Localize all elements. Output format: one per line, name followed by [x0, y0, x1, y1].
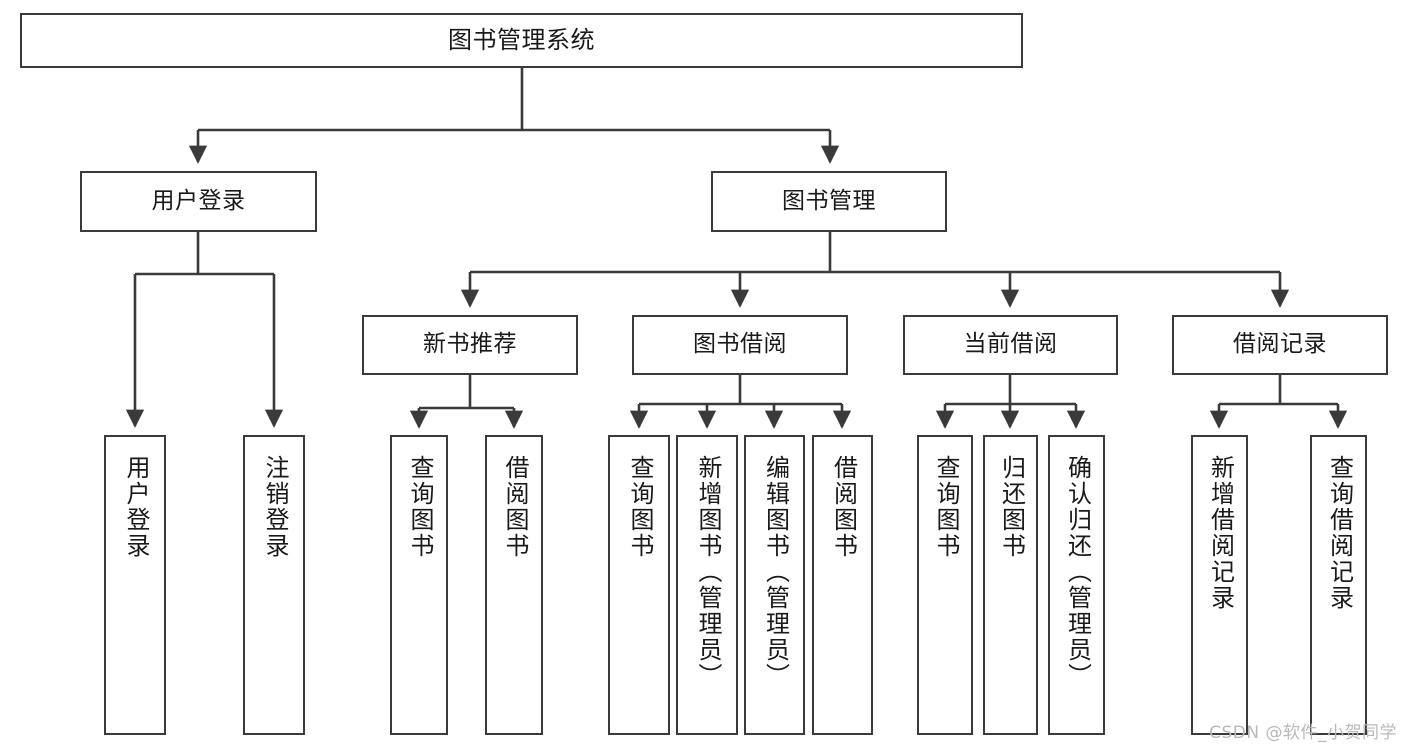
leaf-borrow-book-2[interactable]: 借阅图书 [812, 435, 873, 735]
leaf-return-book[interactable]: 归还图书 [983, 435, 1038, 735]
node-user-login[interactable]: 用户登录 [80, 171, 317, 232]
leaf-query-book-3[interactable]: 查询图书 [917, 435, 973, 735]
leaf-confirm-return-label: 确认归还（管理员） [1063, 455, 1092, 689]
node-book-borrow[interactable]: 图书借阅 [632, 315, 848, 375]
node-current-borrow[interactable]: 当前借阅 [903, 315, 1118, 375]
leaf-borrow-book-2-label: 借阅图书 [829, 455, 858, 559]
node-borrow-record[interactable]: 借阅记录 [1172, 315, 1388, 375]
leaf-query-book-2-label: 查询图书 [625, 455, 654, 559]
leaf-logout[interactable]: 注销登录 [243, 435, 305, 735]
node-borrow-record-label: 借阅记录 [1233, 331, 1327, 358]
csdn-watermark: CSDN @软件_小贺同学 [1209, 723, 1397, 743]
node-book-manage[interactable]: 图书管理 [711, 171, 947, 232]
leaf-query-book-1-label: 查询图书 [405, 455, 434, 559]
leaf-add-book[interactable]: 新增图书（管理员） [676, 435, 738, 735]
leaf-user-login[interactable]: 用户登录 [104, 435, 166, 735]
leaf-edit-book-label: 编辑图书（管理员） [761, 455, 790, 689]
node-current-borrow-label: 当前借阅 [963, 331, 1058, 358]
leaf-add-record-label: 新增借阅记录 [1206, 455, 1235, 611]
leaf-add-record[interactable]: 新增借阅记录 [1191, 435, 1248, 735]
leaf-return-book-label: 归还图书 [997, 455, 1026, 559]
leaf-edit-book[interactable]: 编辑图书（管理员） [744, 435, 805, 735]
leaf-confirm-return[interactable]: 确认归还（管理员） [1048, 435, 1105, 735]
node-book-borrow-label: 图书借阅 [693, 331, 787, 358]
leaf-query-record[interactable]: 查询借阅记录 [1310, 435, 1367, 735]
node-new-book-recommend-label: 新书推荐 [423, 331, 517, 358]
leaf-query-book-3-label: 查询图书 [931, 455, 960, 559]
node-root-label: 图书管理系统 [448, 26, 595, 55]
leaf-borrow-book-1-label: 借阅图书 [500, 455, 529, 559]
leaf-logout-label: 注销登录 [260, 455, 289, 559]
node-book-manage-label: 图书管理 [782, 187, 876, 214]
leaf-query-book-2[interactable]: 查询图书 [608, 435, 670, 735]
leaf-query-book-1[interactable]: 查询图书 [390, 435, 448, 735]
leaf-user-login-label: 用户登录 [121, 455, 150, 559]
node-new-book-recommend[interactable]: 新书推荐 [362, 315, 578, 375]
leaf-add-book-label: 新增图书（管理员） [693, 455, 722, 689]
leaf-borrow-book-1[interactable]: 借阅图书 [485, 435, 543, 735]
node-user-login-label: 用户登录 [151, 187, 246, 214]
leaf-query-record-label: 查询借阅记录 [1325, 455, 1354, 611]
node-root[interactable]: 图书管理系统 [20, 13, 1023, 68]
